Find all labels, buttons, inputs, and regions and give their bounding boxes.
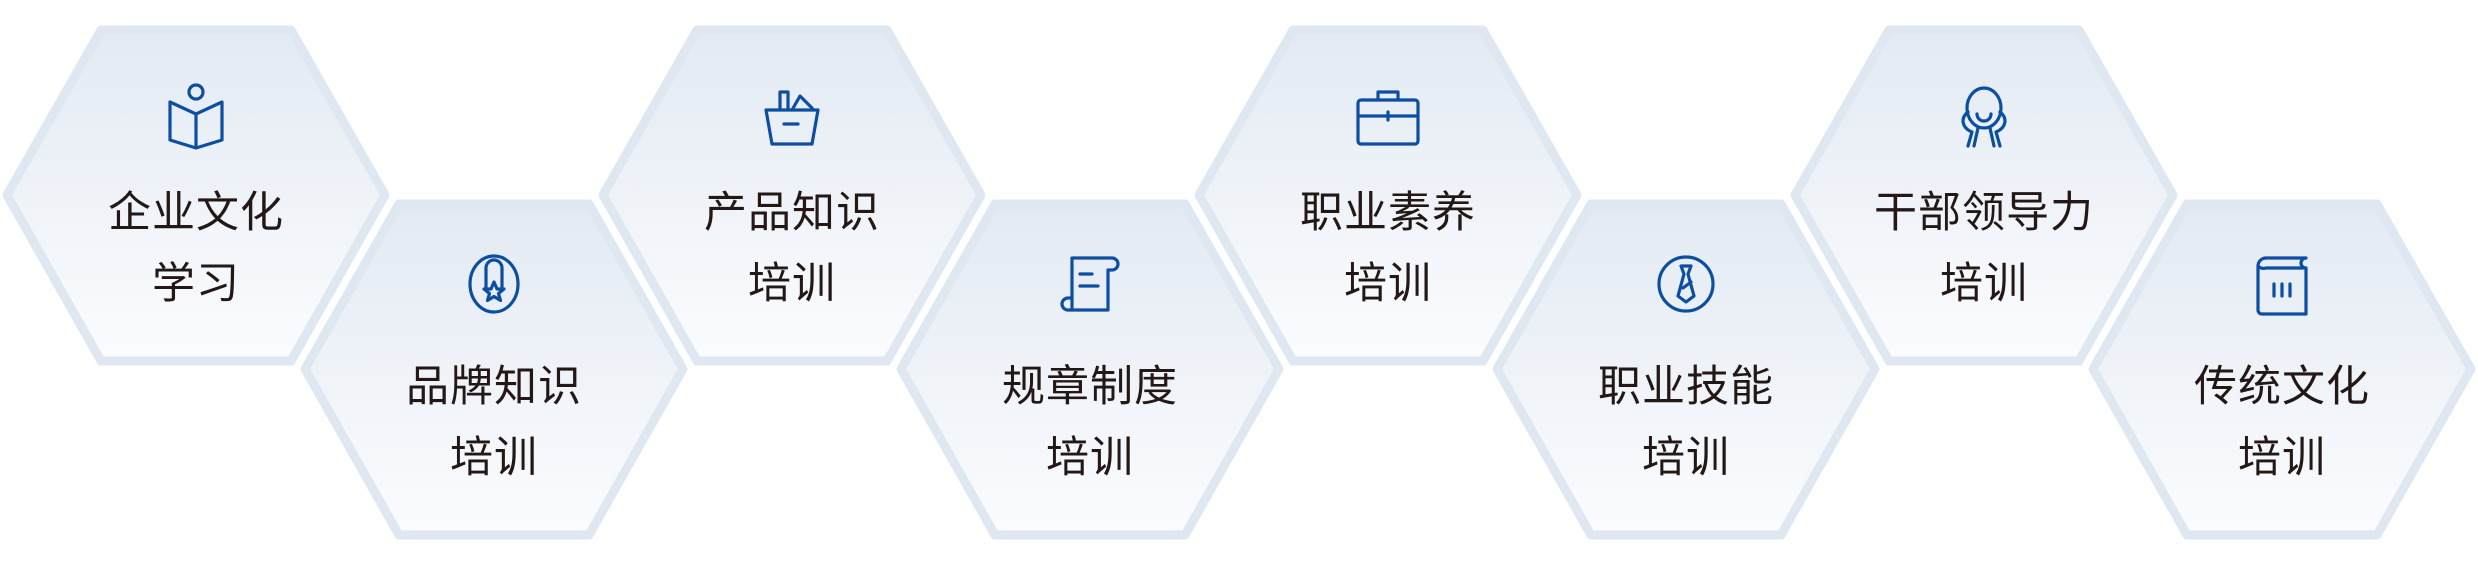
hexagon-shape bbox=[2088, 199, 2476, 540]
category-title-line1: 企业文化 bbox=[108, 188, 284, 238]
thinking-person-icon bbox=[1944, 78, 2024, 158]
category-title-line1: 传统文化 bbox=[2194, 362, 2370, 412]
category-title-line1: 产品知识 bbox=[704, 188, 880, 238]
category-hexagon[interactable]: 职业技能 培训 bbox=[1491, 198, 1881, 541]
category-title-line1: 职业素养 bbox=[1300, 188, 1476, 238]
category-title-line1: 规章制度 bbox=[1002, 362, 1178, 412]
scroll-document-icon bbox=[1050, 244, 1130, 324]
tie-icon bbox=[1646, 244, 1726, 324]
category-title-line2: 培训 bbox=[1642, 433, 1730, 483]
category-title-line2: 培训 bbox=[1344, 259, 1432, 309]
category-hexagon[interactable]: 干部领导力 培训 bbox=[1789, 24, 2179, 367]
medal-icon bbox=[454, 244, 534, 324]
hexagon-shape bbox=[896, 199, 1284, 540]
reading-person-icon bbox=[156, 78, 236, 158]
category-title-line1: 品牌知识 bbox=[406, 362, 582, 412]
book-icon bbox=[2242, 244, 2322, 324]
hexagon-shape bbox=[300, 199, 688, 540]
category-title-line1: 干部领导力 bbox=[1874, 188, 2094, 238]
category-hexagon[interactable]: 职业素养 培训 bbox=[1193, 24, 1583, 367]
category-title-line2: 培训 bbox=[450, 433, 538, 483]
hexagon-shape bbox=[598, 25, 986, 366]
hexagon-shape bbox=[1790, 25, 2178, 366]
hexagon-shape bbox=[1492, 199, 1880, 540]
basket-icon bbox=[752, 78, 832, 158]
category-hexagon[interactable]: 品牌知识 培训 bbox=[299, 198, 689, 541]
category-title-line1: 职业技能 bbox=[1598, 362, 1774, 412]
category-title-line2: 培训 bbox=[2238, 433, 2326, 483]
hexagon-shape bbox=[2, 25, 390, 366]
briefcase-icon bbox=[1348, 78, 1428, 158]
category-title-line2: 培训 bbox=[748, 259, 836, 309]
hexagon-shape bbox=[1194, 25, 1582, 366]
category-hexagon[interactable]: 产品知识 培训 bbox=[597, 24, 987, 367]
category-hexagon[interactable]: 传统文化 培训 bbox=[2087, 198, 2477, 541]
category-hexagon[interactable]: 规章制度 培训 bbox=[895, 198, 1285, 541]
category-hexagon[interactable]: 企业文化 学习 bbox=[1, 24, 391, 367]
category-title-line2: 培训 bbox=[1940, 259, 2028, 309]
category-title-line2: 培训 bbox=[1046, 433, 1134, 483]
category-title-line2: 学习 bbox=[152, 259, 240, 309]
